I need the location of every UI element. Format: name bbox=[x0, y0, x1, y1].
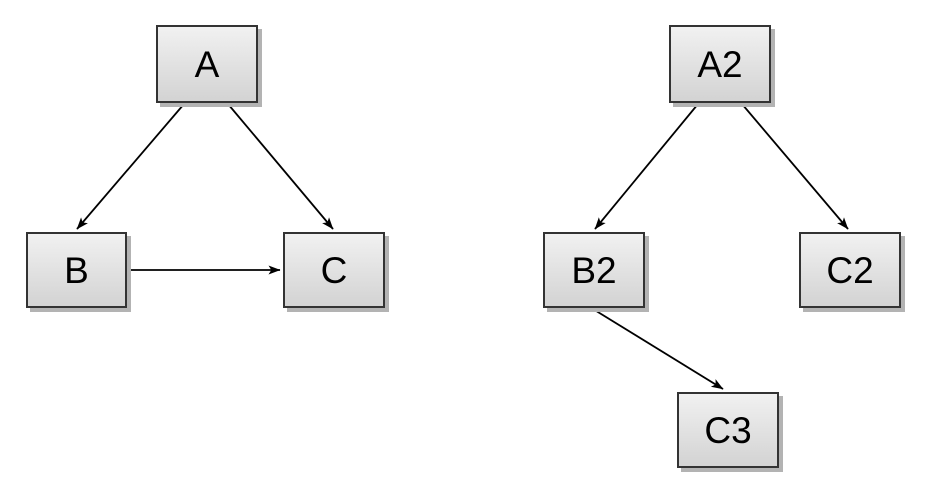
node-label-c3: C3 bbox=[704, 409, 752, 451]
edge-A2-C2 bbox=[741, 103, 849, 230]
node-label-c2: C2 bbox=[826, 249, 874, 291]
edge-A-B bbox=[76, 103, 185, 230]
edge-A2-B2 bbox=[594, 103, 699, 230]
node-a2[interactable]: A2 bbox=[669, 25, 771, 103]
node-c[interactable]: C bbox=[283, 232, 385, 308]
node-label-a: A bbox=[194, 43, 220, 85]
node-c3[interactable]: C3 bbox=[677, 392, 779, 468]
node-label-b2: B2 bbox=[571, 249, 617, 291]
node-b[interactable]: B bbox=[26, 232, 127, 308]
node-label-c: C bbox=[320, 249, 348, 291]
edge-B2-C3 bbox=[592, 308, 724, 390]
node-a[interactable]: A bbox=[156, 25, 258, 103]
node-c2[interactable]: C2 bbox=[799, 232, 901, 308]
node-label-a2: A2 bbox=[697, 43, 743, 85]
edge-A-C bbox=[227, 103, 334, 230]
node-b2[interactable]: B2 bbox=[543, 232, 645, 308]
node-label-b: B bbox=[64, 249, 89, 291]
